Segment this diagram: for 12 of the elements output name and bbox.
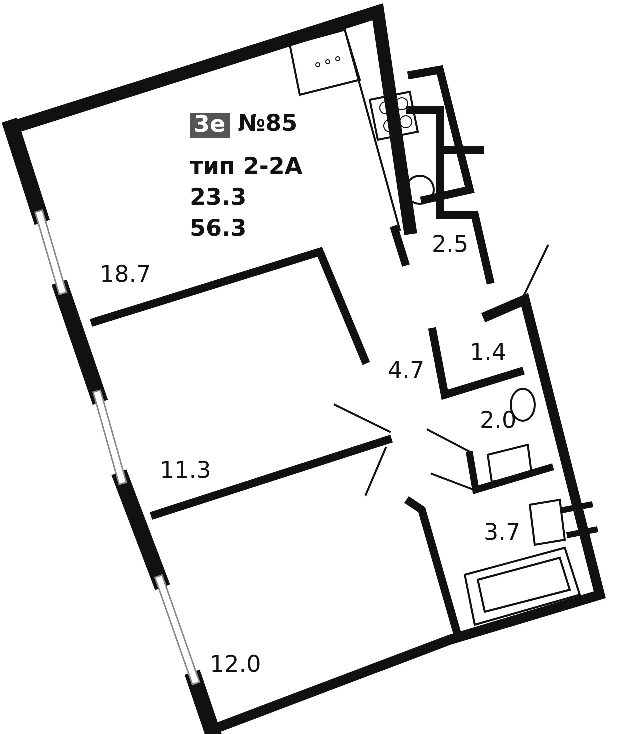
total-area: 56.3 bbox=[190, 218, 247, 241]
room-area: 2.5 bbox=[432, 234, 469, 257]
section-badge: 3е bbox=[190, 113, 230, 138]
living-area: 23.3 bbox=[190, 187, 247, 210]
room-area: 3.7 bbox=[484, 522, 521, 545]
room-area: 11.3 bbox=[160, 460, 212, 483]
room-area: 18.7 bbox=[100, 264, 152, 287]
apartment-number: №85 bbox=[238, 113, 298, 136]
room-area: 4.7 bbox=[388, 360, 425, 383]
room-area: 12.0 bbox=[210, 654, 262, 677]
room-area: 1.4 bbox=[470, 342, 507, 365]
apartment-type: тип 2-2А bbox=[190, 156, 303, 179]
